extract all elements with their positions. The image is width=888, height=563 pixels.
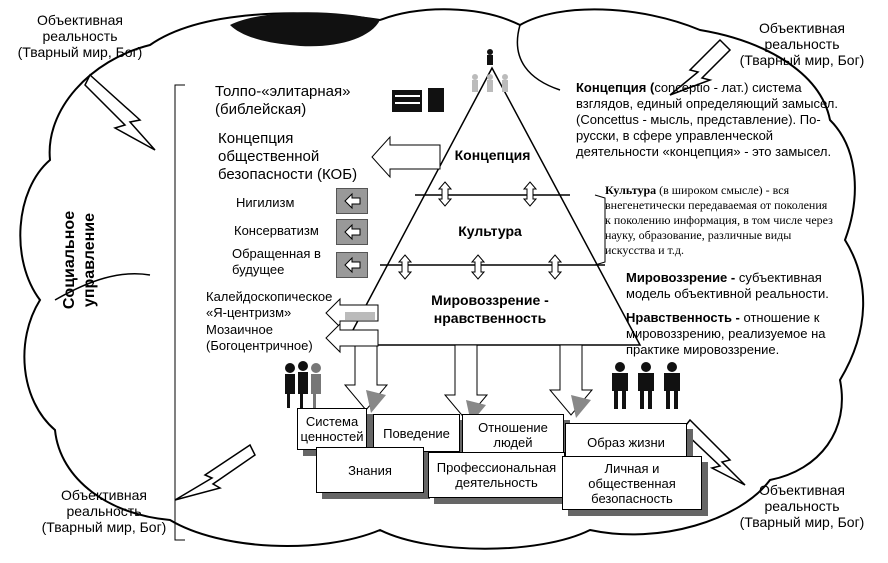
- label-nihilism: Нигилизм: [236, 195, 295, 210]
- pyramid-level-culture: Культура: [458, 223, 522, 239]
- label-mosaic: Мозаичное(Богоцентричное): [206, 322, 313, 353]
- left-arrow-mosaic: [325, 322, 379, 354]
- double-arrow-5: [547, 254, 563, 280]
- definition-worldview: Мировоззрение - субъективная модель объе…: [626, 270, 829, 301]
- left-arrow-icon: [344, 223, 361, 241]
- people-top-icon: [472, 49, 508, 92]
- double-arrow-1: [437, 181, 453, 207]
- left-arrow-icon: [344, 192, 361, 210]
- arrow-button-future: [336, 252, 368, 278]
- definition-concept: Концепция (conceptio - лат.) система взг…: [576, 80, 838, 159]
- cloud-inner: [54, 24, 561, 301]
- left-bracket: [174, 84, 185, 541]
- pyramid-shape: [343, 66, 642, 346]
- arrow-button-nihilism: [336, 188, 368, 214]
- hand-icon: [392, 88, 444, 112]
- double-arrow-2: [522, 181, 538, 207]
- definition-morality: Нравственность - отношение к мировоззрен…: [626, 310, 826, 357]
- double-arrow-4: [470, 254, 486, 280]
- label-conservatism: Консерватизм: [234, 223, 319, 238]
- culture-bracket: [594, 194, 606, 266]
- arrow-button-conservatism: [336, 219, 368, 245]
- bolt-icon-tl: [84, 73, 156, 151]
- cloud-outline: [19, 8, 865, 550]
- left-arrow-kob: [371, 135, 441, 179]
- definition-culture: Культура (в широком смысле) - вся внеген…: [605, 183, 833, 257]
- pyramid-level-concept: Концепция: [454, 147, 531, 163]
- people-left-icon: [285, 361, 321, 408]
- left-arrow-icon: [344, 256, 361, 274]
- label-kaleido: Калейдоскопическое«Я-центризм»: [206, 289, 333, 320]
- people-right-icon: [612, 362, 680, 409]
- bolt-icon-br: [680, 418, 746, 486]
- bolt-icon-bl: [174, 443, 256, 501]
- bolt-icon-tr: [669, 38, 732, 96]
- globe: [230, 12, 380, 47]
- box-knowledge: Знания: [316, 447, 424, 493]
- label-elite-concept: Толпо-«элитарная»(библейская): [215, 83, 351, 118]
- double-arrow-3: [397, 254, 413, 280]
- pyramid-level-worldview: Мировоззрение -нравственность: [431, 292, 549, 326]
- box-behavior: Поведение: [373, 414, 460, 452]
